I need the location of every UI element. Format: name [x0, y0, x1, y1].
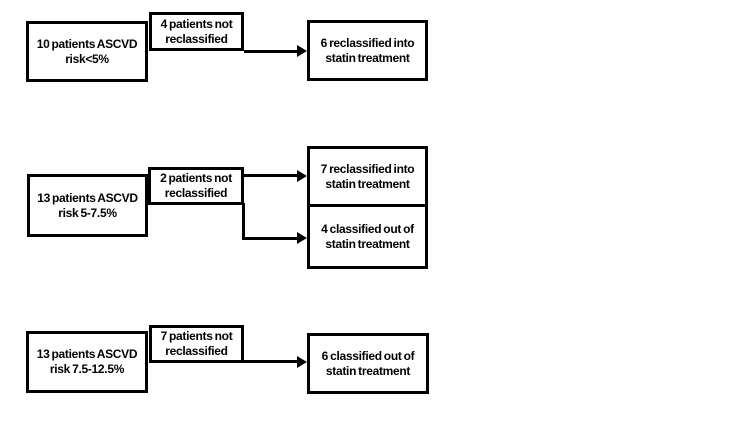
box-row2-outcome-reclassified-in: 7 reclassified into statin treatment	[307, 146, 428, 207]
arrow-row1-head-icon	[297, 45, 307, 57]
arrow-row2-upper-head-icon	[297, 170, 307, 182]
box-row3-not-reclassified-line2: reclassified	[165, 344, 228, 358]
box-row3-source: 13 patients ASCVD risk 7.5-12.5%	[26, 331, 148, 393]
box-row2-source-line2: risk 5-7.5%	[58, 205, 117, 220]
arrow-row3-head-icon	[297, 356, 307, 368]
box-row3-outcome-line1: 6 classified out of	[321, 348, 415, 363]
box-row2-outcome-classified-out: 4 classified out of statin treatment	[307, 204, 428, 269]
box-row2-outcome1-line2: statin treatment	[325, 176, 410, 191]
box-row2-outcome2-line1: 4 classified out of	[321, 221, 414, 236]
arrow-row2-upper-line	[244, 174, 300, 177]
box-row2-not-reclassified: 2 patients not reclassified	[148, 167, 244, 205]
box-row1-not-reclassified-line2: reclassified	[165, 31, 228, 46]
box-row1-not-reclassified-line1: 4 patients not	[160, 16, 233, 31]
arrow-row3-line	[244, 360, 300, 363]
box-row2-not-reclassified-line2: reclassified	[164, 186, 228, 200]
box-row3-source-line2: risk 7.5-12.5%	[49, 362, 125, 376]
box-row3-not-reclassified-line1: 7 patients not	[160, 329, 233, 343]
box-row3-outcome-classified-out: 6 classified out of statin treatment	[307, 333, 429, 394]
box-row2-outcome2-line2: statin treatment	[325, 236, 410, 251]
box-row1-outcome-reclassified-in: 6 reclassified into statin treatment	[307, 20, 428, 81]
box-row1-source: 10 patients ASCVD risk<5%	[26, 21, 148, 82]
box-row1-source-line1: 10 patients ASCVD	[36, 36, 138, 51]
arrow-row2-lower-line	[242, 237, 300, 240]
box-row3-outcome-line2: statin treatment	[325, 363, 411, 378]
box-row1-outcome-line1: 6 reclassified into	[320, 35, 415, 50]
box-row1-not-reclassified: 4 patients not reclassified	[149, 12, 244, 51]
arrow-row2-lower-head-icon	[297, 232, 307, 244]
arrow-row2-lower-vertical-line	[242, 203, 245, 239]
box-row3-not-reclassified: 7 patients not reclassified	[149, 325, 244, 363]
box-row2-outcome1-line1: 7 reclassified into	[320, 161, 415, 176]
box-row1-outcome-line2: statin treatment	[325, 50, 410, 65]
box-row2-source: 13 patients ASCVD risk 5-7.5%	[27, 174, 148, 237]
arrow-row1-line	[244, 50, 300, 53]
box-row3-source-line1: 13 patients ASCVD	[36, 347, 138, 361]
box-row2-source-line1: 13 patients ASCVD	[37, 190, 138, 205]
box-row1-source-line2: risk<5%	[65, 51, 109, 66]
box-row2-not-reclassified-line1: 2 patients not	[160, 171, 232, 185]
